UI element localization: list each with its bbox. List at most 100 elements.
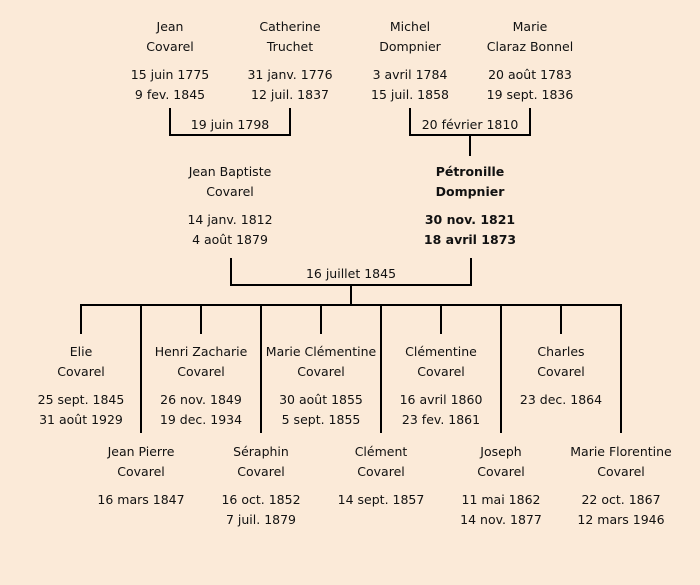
person-given-name: Clémentine (405, 344, 477, 359)
person-given-name: Joseph (480, 444, 522, 459)
connector-line (140, 305, 142, 433)
connector-line (409, 108, 411, 136)
death-date: 19 sept. 1836 (486, 87, 574, 102)
person-surname: Covarel (357, 464, 405, 479)
connector-line (80, 305, 82, 334)
person-surname: Truchet (266, 39, 314, 54)
connector-line (169, 108, 171, 136)
connector-line (470, 258, 472, 286)
connector-line (289, 108, 291, 136)
connector-line (230, 258, 232, 286)
death-date: 7 juil. 1879 (225, 512, 297, 527)
person-given-name: Catherine (259, 19, 321, 34)
person-given-name: Pétronille (435, 164, 505, 179)
person-given-name: Jean Pierre (107, 444, 175, 459)
birth-date: 14 sept. 1857 (337, 492, 425, 507)
person-given-name: Michel (389, 19, 431, 34)
marriage-date-parents: 16 juillet 1845 (296, 266, 406, 282)
marriage-date-dompnier-claraz: 20 février 1810 (415, 117, 525, 133)
person-given-name: Marie (512, 19, 548, 34)
connector-line (500, 305, 502, 433)
person-surname: Covarel (297, 364, 345, 379)
connector-line (260, 305, 262, 433)
connector-line (440, 305, 442, 334)
connector-line (529, 108, 531, 136)
death-date: 12 juil. 1837 (251, 87, 329, 102)
person-surname: Dompnier (435, 184, 505, 199)
person-given-name: Marie Florentine (570, 444, 672, 459)
person-given-name: Henri Zacharie (154, 344, 248, 359)
person-surname: Covarel (477, 464, 525, 479)
person-surname: Covarel (206, 184, 254, 199)
birth-date: 20 août 1783 (488, 67, 572, 82)
death-date: 9 fev. 1845 (134, 87, 206, 102)
person-given-name: Séraphin (233, 444, 289, 459)
birth-date: 25 sept. 1845 (37, 392, 125, 407)
birth-date: 16 avril 1860 (399, 392, 483, 407)
death-date: 15 juil. 1858 (371, 87, 449, 102)
death-date: 12 mars 1946 (577, 512, 665, 527)
person-surname: Covarel (537, 364, 585, 379)
birth-date: 22 oct. 1867 (581, 492, 661, 507)
person-surname: Covarel (237, 464, 285, 479)
connector-line (620, 305, 622, 433)
person-surname: Covarel (146, 39, 194, 54)
person-surname: Covarel (597, 464, 645, 479)
connector-line (469, 134, 471, 156)
death-date: 5 sept. 1855 (281, 412, 361, 427)
birth-date: 3 avril 1784 (372, 67, 448, 82)
death-date: 14 nov. 1877 (460, 512, 542, 527)
person-given-name: Clément (354, 444, 408, 459)
death-date: 18 avril 1873 (423, 232, 517, 247)
birth-date: 31 janv. 1776 (247, 67, 333, 82)
person-surname: Covarel (417, 364, 465, 379)
connector-line (350, 284, 352, 306)
birth-date: 16 oct. 1852 (221, 492, 301, 507)
connector-line (200, 305, 202, 334)
birth-date: 23 dec. 1864 (519, 392, 603, 407)
person-surname: Covarel (57, 364, 105, 379)
birth-date: 26 nov. 1849 (160, 392, 242, 407)
birth-date: 14 janv. 1812 (187, 212, 273, 227)
birth-date: 30 août 1855 (279, 392, 363, 407)
birth-date: 30 nov. 1821 (424, 212, 516, 227)
marriage-date-covarel-truchet: 19 juin 1798 (175, 117, 285, 133)
person-given-name: Marie Clémentine (265, 344, 377, 359)
death-date: 23 fev. 1861 (401, 412, 481, 427)
connector-line (560, 305, 562, 334)
connector-line (380, 305, 382, 433)
person-surname: Dompnier (379, 39, 441, 54)
person-surname: Covarel (117, 464, 165, 479)
connector-line (320, 305, 322, 334)
connector-line (169, 134, 291, 136)
death-date: 31 août 1929 (39, 412, 123, 427)
birth-date: 11 mai 1862 (461, 492, 541, 507)
person-given-name: Jean Baptiste (188, 164, 272, 179)
person-given-name: Jean (156, 19, 184, 34)
person-surname: Claraz Bonnel (486, 39, 574, 54)
death-date: 19 dec. 1934 (159, 412, 243, 427)
connector-line (80, 304, 622, 306)
birth-date: 15 juin 1775 (130, 67, 210, 82)
person-surname: Covarel (177, 364, 225, 379)
death-date: 4 août 1879 (192, 232, 268, 247)
person-given-name: Elie (69, 344, 93, 359)
person-given-name: Charles (537, 344, 585, 359)
birth-date: 16 mars 1847 (97, 492, 185, 507)
